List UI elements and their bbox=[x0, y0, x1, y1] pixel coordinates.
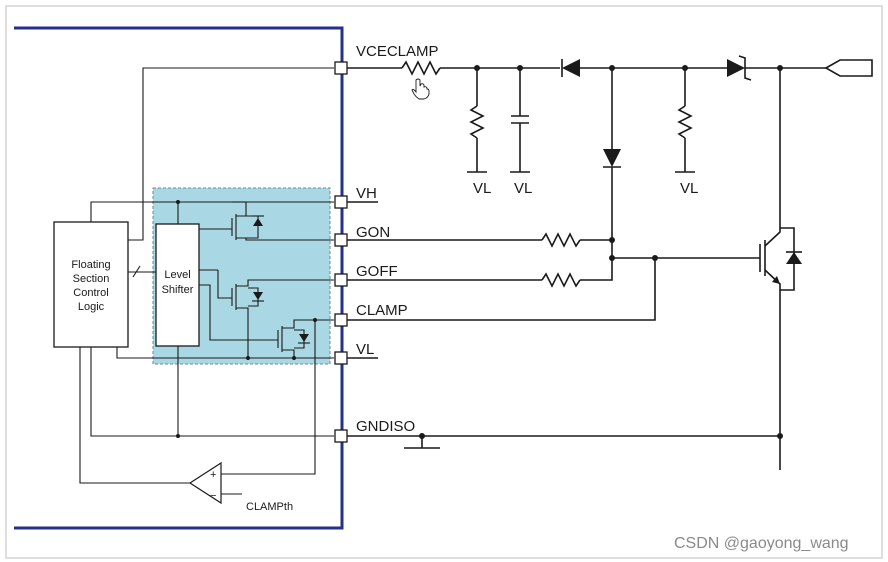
vceclamp-internal-wire bbox=[128, 67, 334, 241]
gnd-junction bbox=[176, 434, 180, 438]
vl-junction-1 bbox=[246, 356, 250, 360]
pad-gndiso bbox=[334, 429, 348, 443]
pin-label-clamp: CLAMP bbox=[356, 302, 408, 319]
clampth-label: CLAMPth bbox=[246, 501, 293, 513]
pad-gon bbox=[334, 233, 348, 247]
control-logic-label-4: Logic bbox=[78, 301, 105, 313]
goff-resistor bbox=[541, 272, 581, 288]
control-logic-label-2: Section bbox=[73, 273, 110, 285]
comparator-plus: + bbox=[210, 469, 216, 481]
level-shifter-label-1: Level bbox=[164, 269, 190, 281]
vl-label-1: VL bbox=[473, 180, 491, 197]
watermark: CSDN @gaoyong_wang bbox=[674, 535, 849, 552]
goff-mosfet bbox=[199, 269, 334, 358]
r2-resistor bbox=[677, 105, 693, 139]
hand-cursor-icon bbox=[411, 78, 430, 100]
collector-terminal bbox=[824, 59, 873, 77]
vl-label-2: VL bbox=[514, 180, 532, 197]
pin-label-vceclamp: VCECLAMP bbox=[356, 43, 439, 60]
bus-slash bbox=[132, 265, 141, 278]
r1-resistor bbox=[469, 105, 485, 139]
diode-1 bbox=[562, 59, 580, 77]
control-logic-label-1: Floating bbox=[71, 259, 110, 271]
pin-label-gon: GON bbox=[356, 224, 390, 241]
igbt-transistor bbox=[759, 68, 802, 470]
pin-label-vl: VL bbox=[356, 341, 374, 358]
outer-border bbox=[5, 5, 883, 559]
pad-vh bbox=[334, 195, 348, 209]
vh-junction bbox=[176, 200, 180, 204]
goff-wire-2 bbox=[580, 258, 613, 281]
pad-vceclamp bbox=[334, 61, 348, 75]
pad-vl bbox=[334, 351, 348, 365]
diode-2 bbox=[603, 149, 621, 167]
pin-label-goff: GOFF bbox=[356, 263, 398, 280]
pin-label-vh: VH bbox=[356, 185, 377, 202]
gon-node bbox=[609, 237, 615, 243]
comparator-minus: − bbox=[210, 490, 216, 502]
clamp-mosfet bbox=[199, 284, 334, 358]
emitter-node bbox=[777, 433, 783, 439]
clamp-wire bbox=[347, 258, 656, 321]
control-logic-block bbox=[53, 221, 129, 348]
vl-junction-2 bbox=[292, 356, 296, 360]
control-logic-label-3: Control bbox=[73, 287, 108, 299]
gon-resistor bbox=[541, 232, 581, 248]
pad-clamp bbox=[334, 313, 348, 327]
gon-mosfet bbox=[199, 202, 334, 241]
pin-label-gndiso: GNDISO bbox=[356, 418, 415, 435]
vh-internal-rail bbox=[90, 201, 334, 222]
vl-internal-rail bbox=[116, 347, 334, 359]
vl-label-3: VL bbox=[680, 180, 698, 197]
gndiso-internal-wire bbox=[90, 347, 334, 437]
tvs-diode bbox=[727, 59, 745, 77]
level-shifter-label-2: Shifter bbox=[162, 284, 194, 296]
vceclamp-resistor bbox=[401, 60, 441, 76]
clamp-comparator bbox=[79, 320, 316, 505]
pad-goff bbox=[334, 273, 348, 287]
